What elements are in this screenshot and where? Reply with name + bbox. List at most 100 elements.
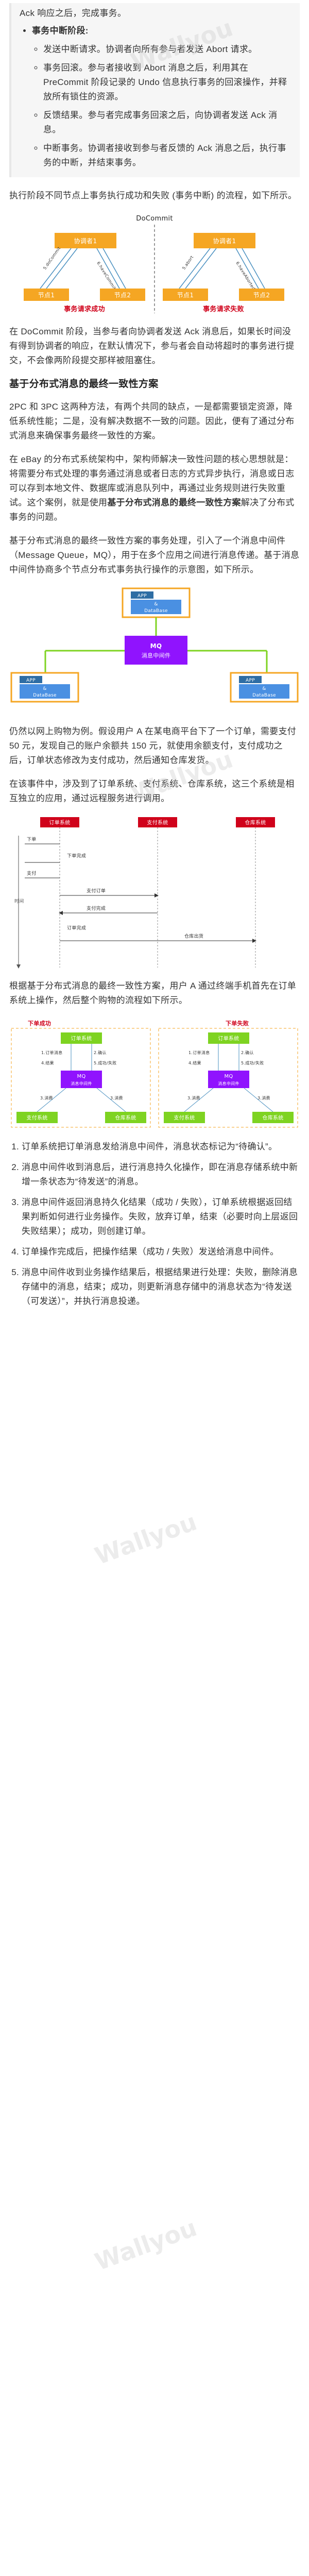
abort-phase-heading: 事务中断阶段:: [32, 24, 291, 38]
paragraph: 2PC 和 3PC 这两种方法，有两个共同的缺点，一是都需要锁定资源，降低系统性…: [9, 402, 295, 440]
mq-sub-label: 消息中间件: [71, 1081, 92, 1086]
arrow-left-c: [96, 248, 120, 289]
order-label: 订单系统: [218, 1035, 239, 1042]
arrow-right-b: [185, 248, 217, 289]
store-label: 仓库系统: [262, 1114, 283, 1121]
lbl-confirm: 2.确认: [94, 1050, 107, 1055]
arrow-left-d: [102, 248, 126, 289]
flow-line: [96, 1088, 126, 1112]
step-order-done: 下单完成: [67, 853, 86, 859]
flow-line: [184, 1088, 214, 1112]
pay-system-box: [138, 817, 177, 827]
abort-item: 反馈结果。参与者完成事务回滚之后，向协调者发送 Ack 消息。: [43, 108, 291, 137]
and-label: &: [154, 602, 158, 607]
db-box-right: [239, 684, 289, 699]
step-pay-done: 支付完成: [87, 905, 106, 911]
order-label: 订单系统: [71, 1035, 92, 1042]
label-docommit: 5.doCommit: [42, 246, 61, 270]
step-order: 下单: [27, 836, 37, 842]
order-system-label: 订单系统: [49, 819, 70, 826]
lbl-order-msg: 1.订单消息: [188, 1050, 210, 1055]
app-tag-top: [131, 591, 153, 599]
lbl-consume: 3.消费: [40, 1095, 53, 1100]
step-pay-order: 支付订单: [87, 888, 106, 894]
store-label: 仓库系统: [115, 1114, 136, 1121]
quote-block: Ack 响应之后，完成事务。 事务中断阶段: 发送中断请求。协调者向所有参与者发…: [9, 3, 300, 177]
lbl-order-msg: 1.订单消息: [41, 1050, 62, 1055]
text-span: 在 eBay 的分布式系统架构中，架构师解决一致性问题的核心思想就是：将需要分布…: [9, 454, 295, 507]
lbl-result: 4.结果: [188, 1060, 201, 1065]
arrow-right-d: [242, 248, 265, 289]
lbl-result: 4.结果: [41, 1060, 54, 1065]
db-label: DataBase: [144, 608, 168, 614]
node1-box-right: [163, 289, 208, 301]
app-frame-right: [230, 672, 299, 703]
frame-right: [158, 1028, 298, 1128]
arrowhead-icon: [252, 939, 256, 943]
coordinator-label-right: 协调者1: [213, 237, 236, 245]
paragraph: 根据基于分布式消息的最终一致性方案，用户 A 通过终端手机首先在订单系统上操作，…: [9, 981, 297, 1005]
node2-box-left: [100, 289, 145, 301]
arrow-left-b: [46, 248, 78, 289]
paragraph-ebay: 在 eBay 的分布式系统架构中，架构师解决一致性问题的核心思想就是：将需要分布…: [9, 452, 300, 524]
abort-phase-list: 事务中断阶段: 发送中断请求。协调者向所有参与者发送 Abort 请求。 事务回…: [20, 24, 291, 170]
db-label: DataBase: [33, 693, 57, 698]
and-label: &: [43, 686, 46, 691]
step-item: 订单操作完成后，把操作结果（成功 / 失败）发送给消息中间件。: [22, 1245, 300, 1259]
flow-left-label: 下单成功: [28, 1020, 51, 1027]
lbl-consume: 3.消费: [258, 1095, 270, 1100]
mq-box-right: [208, 1071, 249, 1088]
arrowhead-icon: [154, 893, 159, 897]
lbl-success-fail: 5.成功/失败: [241, 1060, 264, 1065]
store-box-right: [252, 1112, 294, 1123]
step-item: 消息中间件收到业务操作结果后，根据结果进行处理：失败，删除消息存储中的消息，结束…: [22, 1265, 300, 1309]
step-item: 消息中间件返回消息持久化结果（成功 / 失败），订单系统根据返回结果判断如何进行…: [22, 1195, 300, 1239]
caption-failure: 事务请求失败: [203, 305, 244, 313]
mq-label: MQ: [224, 1074, 233, 1079]
flow-right-label: 下单失败: [226, 1020, 249, 1027]
pay-box-left: [16, 1112, 58, 1123]
watermark: Wallyou: [91, 2213, 201, 2276]
db-box-left: [20, 684, 70, 699]
abort-phase-sublist: 发送中断请求。协调者向所有参与者发送 Abort 请求。 事务回滚。参与者接收到…: [32, 42, 291, 170]
app-label: APP: [138, 594, 147, 599]
docommit-diagram: DoCommit 协调者1 5.doCommit 6.haveCommitted…: [24, 215, 284, 313]
pay-label: 支付系统: [26, 1114, 47, 1121]
paragraph: 基于分布式消息的最终一致性方案的事务处理，引入了一个消息中间件（Message …: [9, 536, 300, 574]
node2-label-right: 节点2: [253, 292, 270, 299]
store-system-label: 仓库系统: [245, 819, 266, 826]
db-label: DataBase: [252, 693, 276, 698]
flow-line: [244, 1088, 273, 1112]
node2-label-left: 节点2: [114, 292, 131, 299]
diagram-title: DoCommit: [136, 215, 173, 223]
app-label: APP: [26, 678, 36, 683]
node1-box-left: [24, 289, 69, 301]
coordinator-label-left: 协调者1: [74, 237, 97, 245]
paragraph: 在 DoCommit 阶段，当参与者向协调者发送 Ack 消息后，如果长时间没有…: [9, 327, 295, 365]
coordinator-box-right: [194, 233, 255, 248]
store-box-left: [105, 1112, 146, 1123]
lbl-consume: 3.消费: [187, 1095, 200, 1100]
mq-box: [125, 636, 187, 665]
mq-architecture-diagram: APP & DataBase MQ 消息中间件 APP & DataBase A…: [10, 587, 299, 703]
abort-item: 事务回滚。参与者接收到 Abort 消息之后，利用其在 PreCommit 阶段…: [43, 61, 291, 104]
arrow-left-a: [40, 248, 72, 289]
mq-box-left: [61, 1071, 102, 1088]
app-tag-left: [20, 676, 42, 683]
flow-line: [37, 1088, 66, 1112]
node1-label-left: 节点1: [38, 292, 55, 299]
steps-list: 订单系统把订单消息发给消息中间件，消息状态标记为“待确认”。 消息中间件收到消息…: [9, 1140, 300, 1309]
pay-system-label: 支付系统: [147, 819, 168, 826]
time-arrow-icon: [16, 964, 21, 969]
node2-box-right: [239, 289, 284, 301]
frame-left: [11, 1028, 151, 1128]
mq-title: MQ: [150, 642, 162, 650]
store-system-box: [236, 817, 275, 827]
pay-box-right: [164, 1112, 205, 1123]
lbl-success-fail: 5.成功/失败: [94, 1060, 116, 1065]
mq-order-flow-diagram: 下单成功 下单失败 订单系统 订单系统 MQ 消息中间件 MQ 消息中间件 1.…: [11, 1020, 298, 1128]
time-label: 时间: [14, 898, 24, 904]
abort-item: 发送中断请求。协调者向所有参与者发送 Abort 请求。: [43, 42, 291, 57]
step-ship: 仓库出货: [184, 933, 203, 939]
